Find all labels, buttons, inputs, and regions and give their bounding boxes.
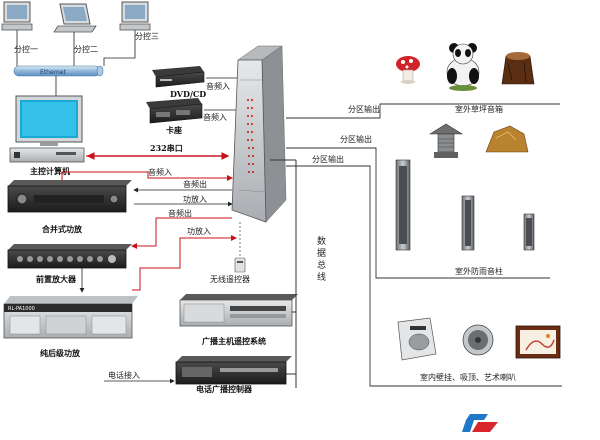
mushroom-speaker [396,56,420,84]
stump-speaker [501,52,535,85]
control-pc-2-laptop [53,3,97,33]
zone-wire-indoor [286,165,562,387]
zone-out-label-2: 分区输出 [340,134,372,144]
dvd-player [152,66,205,88]
broadcast-host-system [179,294,298,327]
zone-out-label-3: 分区输出 [312,154,344,164]
integrated-amp-label: 合并式功放 [41,224,83,234]
label-pc2: 分控二 [74,44,98,54]
column-speaker-3 [523,213,535,251]
ethernet-label: Ethernet [40,69,66,76]
serial-port-label: 232串口 [150,143,183,153]
remote-label: 无线遥控器 [210,274,250,284]
zone-wire-columns [286,147,550,279]
central-controller [231,45,287,223]
label-pc3: 分控三 [135,31,159,41]
wall-mount-speaker [397,317,437,361]
red-audio-in-integrated [61,171,233,181]
lawn-label: 室外草坪音箱 [455,104,503,114]
preamp-label: 前置放大器 [36,274,77,284]
red-amp-in-power [132,235,237,291]
umbrella-garden-speaker [428,123,464,158]
integrated-amplifier [7,180,132,213]
column-speaker-2 [461,195,475,251]
control-pc-3 [119,1,151,31]
bus-label-1: 数 [317,235,326,247]
cassette-deck [146,98,203,124]
amp-in-label-2: 功放入 [187,226,211,236]
dvd-label: DVD/CD [170,89,206,99]
audio-in-label-1: 音频入 [148,167,172,177]
ceiling-speaker [462,324,494,356]
phone-in-label: 电话接入 [108,370,140,380]
audio-out-label-2: 音频出 [168,208,192,218]
deck-label: 卡座 [166,125,182,135]
dvd-audio-in-label: 音频入 [206,81,230,91]
phone-broadcast-controller [175,356,292,385]
audio-out-label-1: 音频出 [183,179,207,189]
bus-label-2: 据 [317,247,326,259]
control-pc-1 [1,1,33,31]
zone-out-label-1: 分区输出 [348,104,380,114]
zone-wire-lawn [286,103,560,119]
indoor-label: 室内壁挂、吸顶、艺术喇叭 [420,372,516,382]
company-logo [462,414,498,432]
rock-speaker [485,125,529,153]
phone-controller-label: 电话广播控制器 [196,384,253,394]
deck-audio-in-label: 音频入 [203,112,227,122]
bus-label-3: 总 [317,259,326,271]
column-speaker-1 [395,159,411,251]
broadcast-host-label: 广播主机遥控系统 [202,336,266,346]
red-audio-out-preamp [131,217,232,249]
wire-pc3 [103,30,136,66]
controller-indicator-leds [247,99,254,173]
preamplifier [7,244,132,269]
wireless-remote [234,257,246,273]
host-label: 主控计算机 [30,166,70,176]
host-computer [9,95,85,163]
label-pc1: 分控一 [14,44,38,54]
amp-in-label-1: 功放入 [183,194,207,204]
power-amp-brand: RL-PA1000 [8,306,35,312]
ethernet-pipe: Ethernet [13,65,104,77]
panda-speaker [446,43,480,91]
art-frame-speaker [515,325,561,359]
bus-label-4: 线 [317,271,326,283]
power-amplifier: RL-PA1000 [3,296,138,339]
power-amp-label: 纯后级功放 [40,348,81,358]
columns-label: 室外防雨音柱 [455,266,503,276]
